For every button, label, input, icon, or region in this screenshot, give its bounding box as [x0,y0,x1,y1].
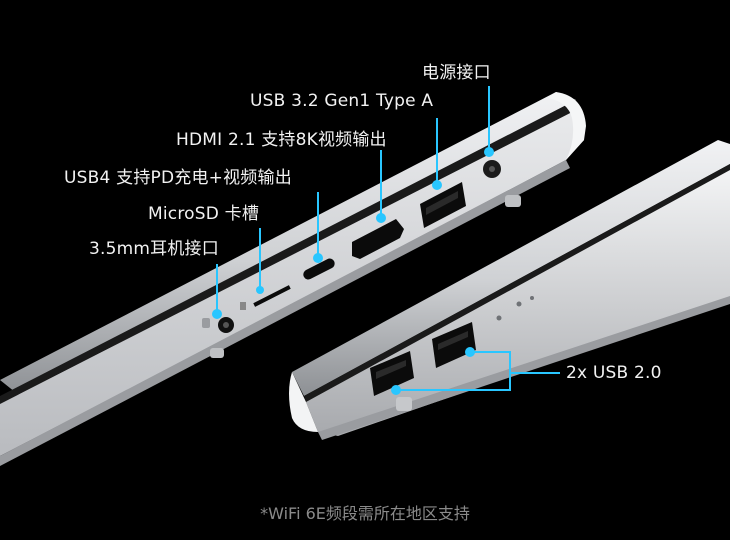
usb-icon [370,351,414,396]
laptop-left-side [0,92,586,466]
label-hdmi-port: HDMI 2.1 支持8K视频输出 [176,130,387,150]
callout-lines [216,86,560,391]
label-usb4-port: USB4 支持PD充电+视频输出 [64,168,292,188]
callout-usb20-bracket [396,351,511,391]
power-jack-icon [483,160,501,178]
sd-card-icon [240,285,291,310]
usb-c-icon [303,258,335,280]
label-power-port: 电源接口 [422,63,491,83]
led-indicator-icon [496,296,534,321]
label-microsd-slot: MicroSD 卡槽 [148,204,260,224]
label-usb32-port: USB 3.2 Gen1 Type A [250,91,434,111]
label-audio-jack: 3.5mm耳机接口 [89,239,219,259]
label-usb20-ports: 2x USB 2.0 [566,363,662,383]
headphone-icon [202,317,234,333]
hdmi-icon [352,219,404,259]
footnote: *WiFi 6E频段需所在地区支持 [260,504,470,523]
callout-dots [212,147,494,395]
usb-icon [420,182,466,228]
usb-icon [432,322,476,368]
laptop-right-side [289,140,730,440]
